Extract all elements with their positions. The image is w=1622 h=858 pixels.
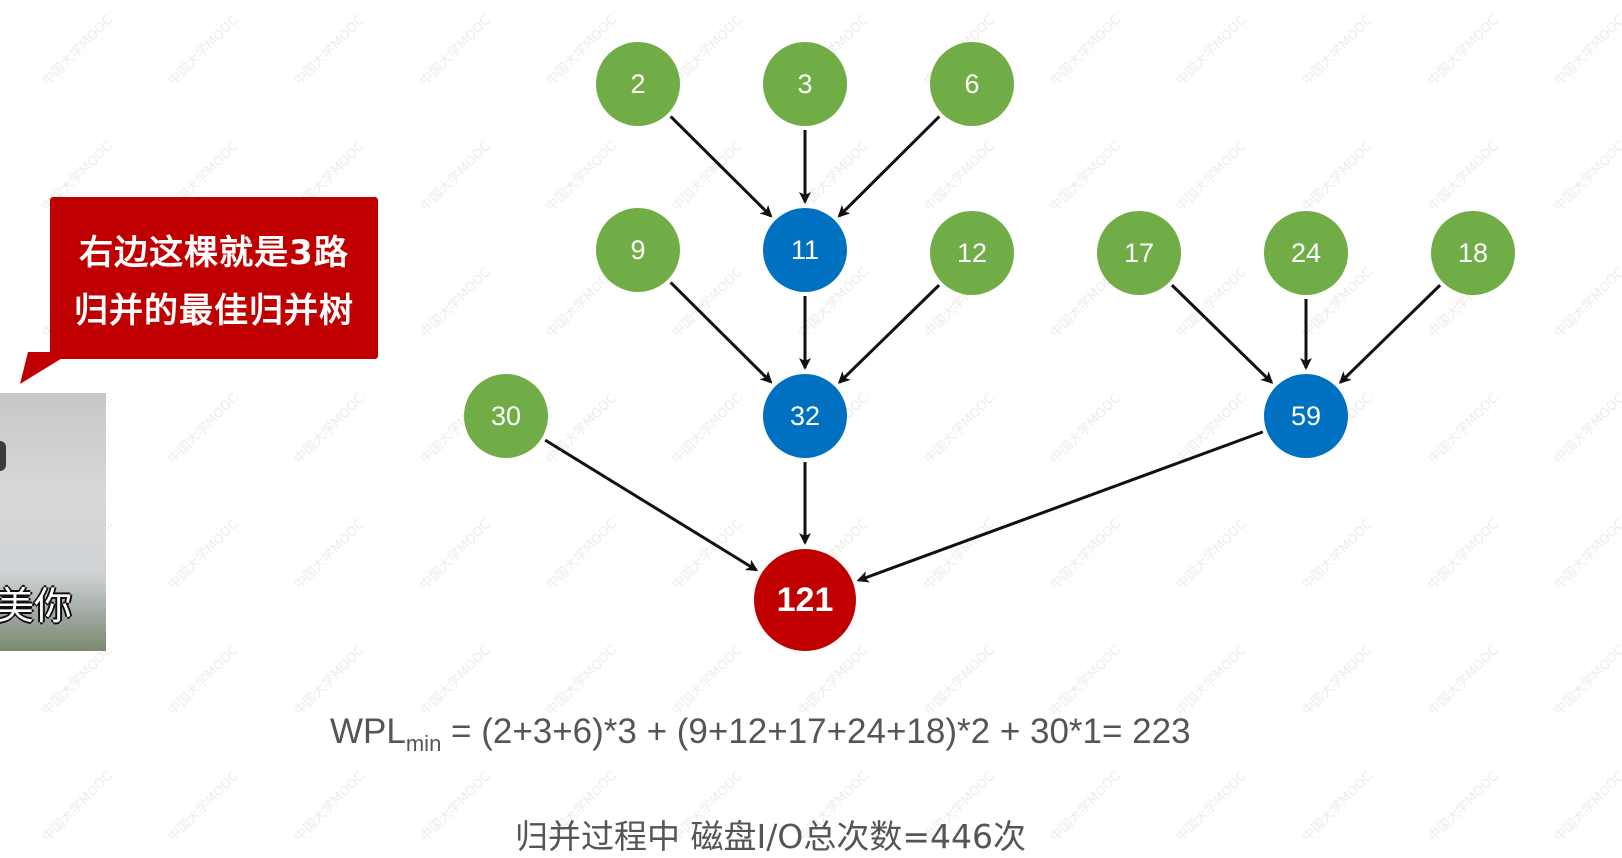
tree-node-30: 30: [464, 374, 548, 458]
node-label-18: 18: [1458, 238, 1488, 268]
node-circle-3: [763, 42, 847, 126]
tree-node-32: 32: [763, 374, 847, 458]
tree-node-3: 3: [763, 42, 847, 126]
formula-subscript: min: [405, 731, 442, 756]
node-label-2: 2: [630, 69, 645, 99]
node-label-6: 6: [964, 69, 979, 99]
node-label-30: 30: [491, 401, 521, 431]
node-label-59: 59: [1291, 401, 1321, 431]
tree-node-18: 18: [1431, 211, 1515, 295]
wpl-formula: WPLmin = (2+3+6)*3 + (9+12+17+24+18)*2 +…: [330, 712, 1250, 757]
callout-tail: [20, 352, 72, 384]
node-circle-2: [596, 42, 680, 126]
node-label-121: 121: [777, 581, 834, 619]
node-label-11: 11: [791, 235, 819, 265]
edge-n59-to-n121: [856, 430, 1264, 583]
node-label-3: 3: [797, 69, 812, 99]
node-circle-24: [1264, 211, 1348, 295]
formula-rhs: = (2+3+6)*3 + (9+12+17+24+18)*2 + 30*1= …: [441, 712, 1191, 751]
tree-node-2: 2: [596, 42, 680, 126]
node-circle-32: [763, 374, 847, 458]
node-circle-17: [1097, 211, 1181, 295]
node-circle-6: [930, 42, 1014, 126]
node-circle-18: [1431, 211, 1515, 295]
node-circle-9: [596, 208, 680, 292]
tree-node-121: 121: [754, 549, 856, 651]
node-label-32: 32: [790, 401, 820, 431]
tree-node-6: 6: [930, 42, 1014, 126]
tree-node-24: 24: [1264, 211, 1348, 295]
tree-node-11: 11: [763, 208, 847, 292]
node-label-24: 24: [1291, 238, 1321, 268]
node-circle-12: [930, 211, 1014, 295]
tree-node-59: 59: [1264, 374, 1348, 458]
node-circle-11: [763, 208, 847, 292]
edge-n9-to-n32: [669, 281, 773, 384]
photo-figure-edge: [0, 441, 6, 471]
tree-node-17: 17: [1097, 211, 1181, 295]
node-circle-30: [464, 374, 548, 458]
formula-lhs: WPL: [330, 712, 406, 751]
node-circle-59: [1264, 374, 1348, 458]
node-circle-121: [754, 549, 856, 651]
node-label-17: 17: [1124, 238, 1154, 268]
edge-n30-to-n121: [544, 438, 759, 572]
edge-n17-to-n59: [1170, 284, 1274, 384]
edge-n12-to-n32: [837, 284, 941, 384]
node-label-12: 12: [957, 238, 987, 268]
callout-line-2: 归并的最佳归并树: [74, 291, 354, 331]
photo-caption: 美你: [0, 584, 73, 628]
presenter-photo: 美你: [0, 393, 106, 651]
edge-n2-to-n11: [669, 115, 773, 218]
tree-node-12: 12: [930, 211, 1014, 295]
edge-n18-to-n59: [1338, 284, 1442, 384]
callout-bubble: 右边这棵就是3路 归并的最佳归并树: [50, 197, 378, 359]
edge-n6-to-n11: [837, 115, 941, 218]
callout-line-1: 右边这棵就是3路: [79, 233, 349, 273]
node-label-9: 9: [630, 235, 645, 265]
io-summary: 归并过程中 磁盘I/O总次数=446次: [515, 817, 1026, 856]
tree-node-9: 9: [596, 208, 680, 292]
